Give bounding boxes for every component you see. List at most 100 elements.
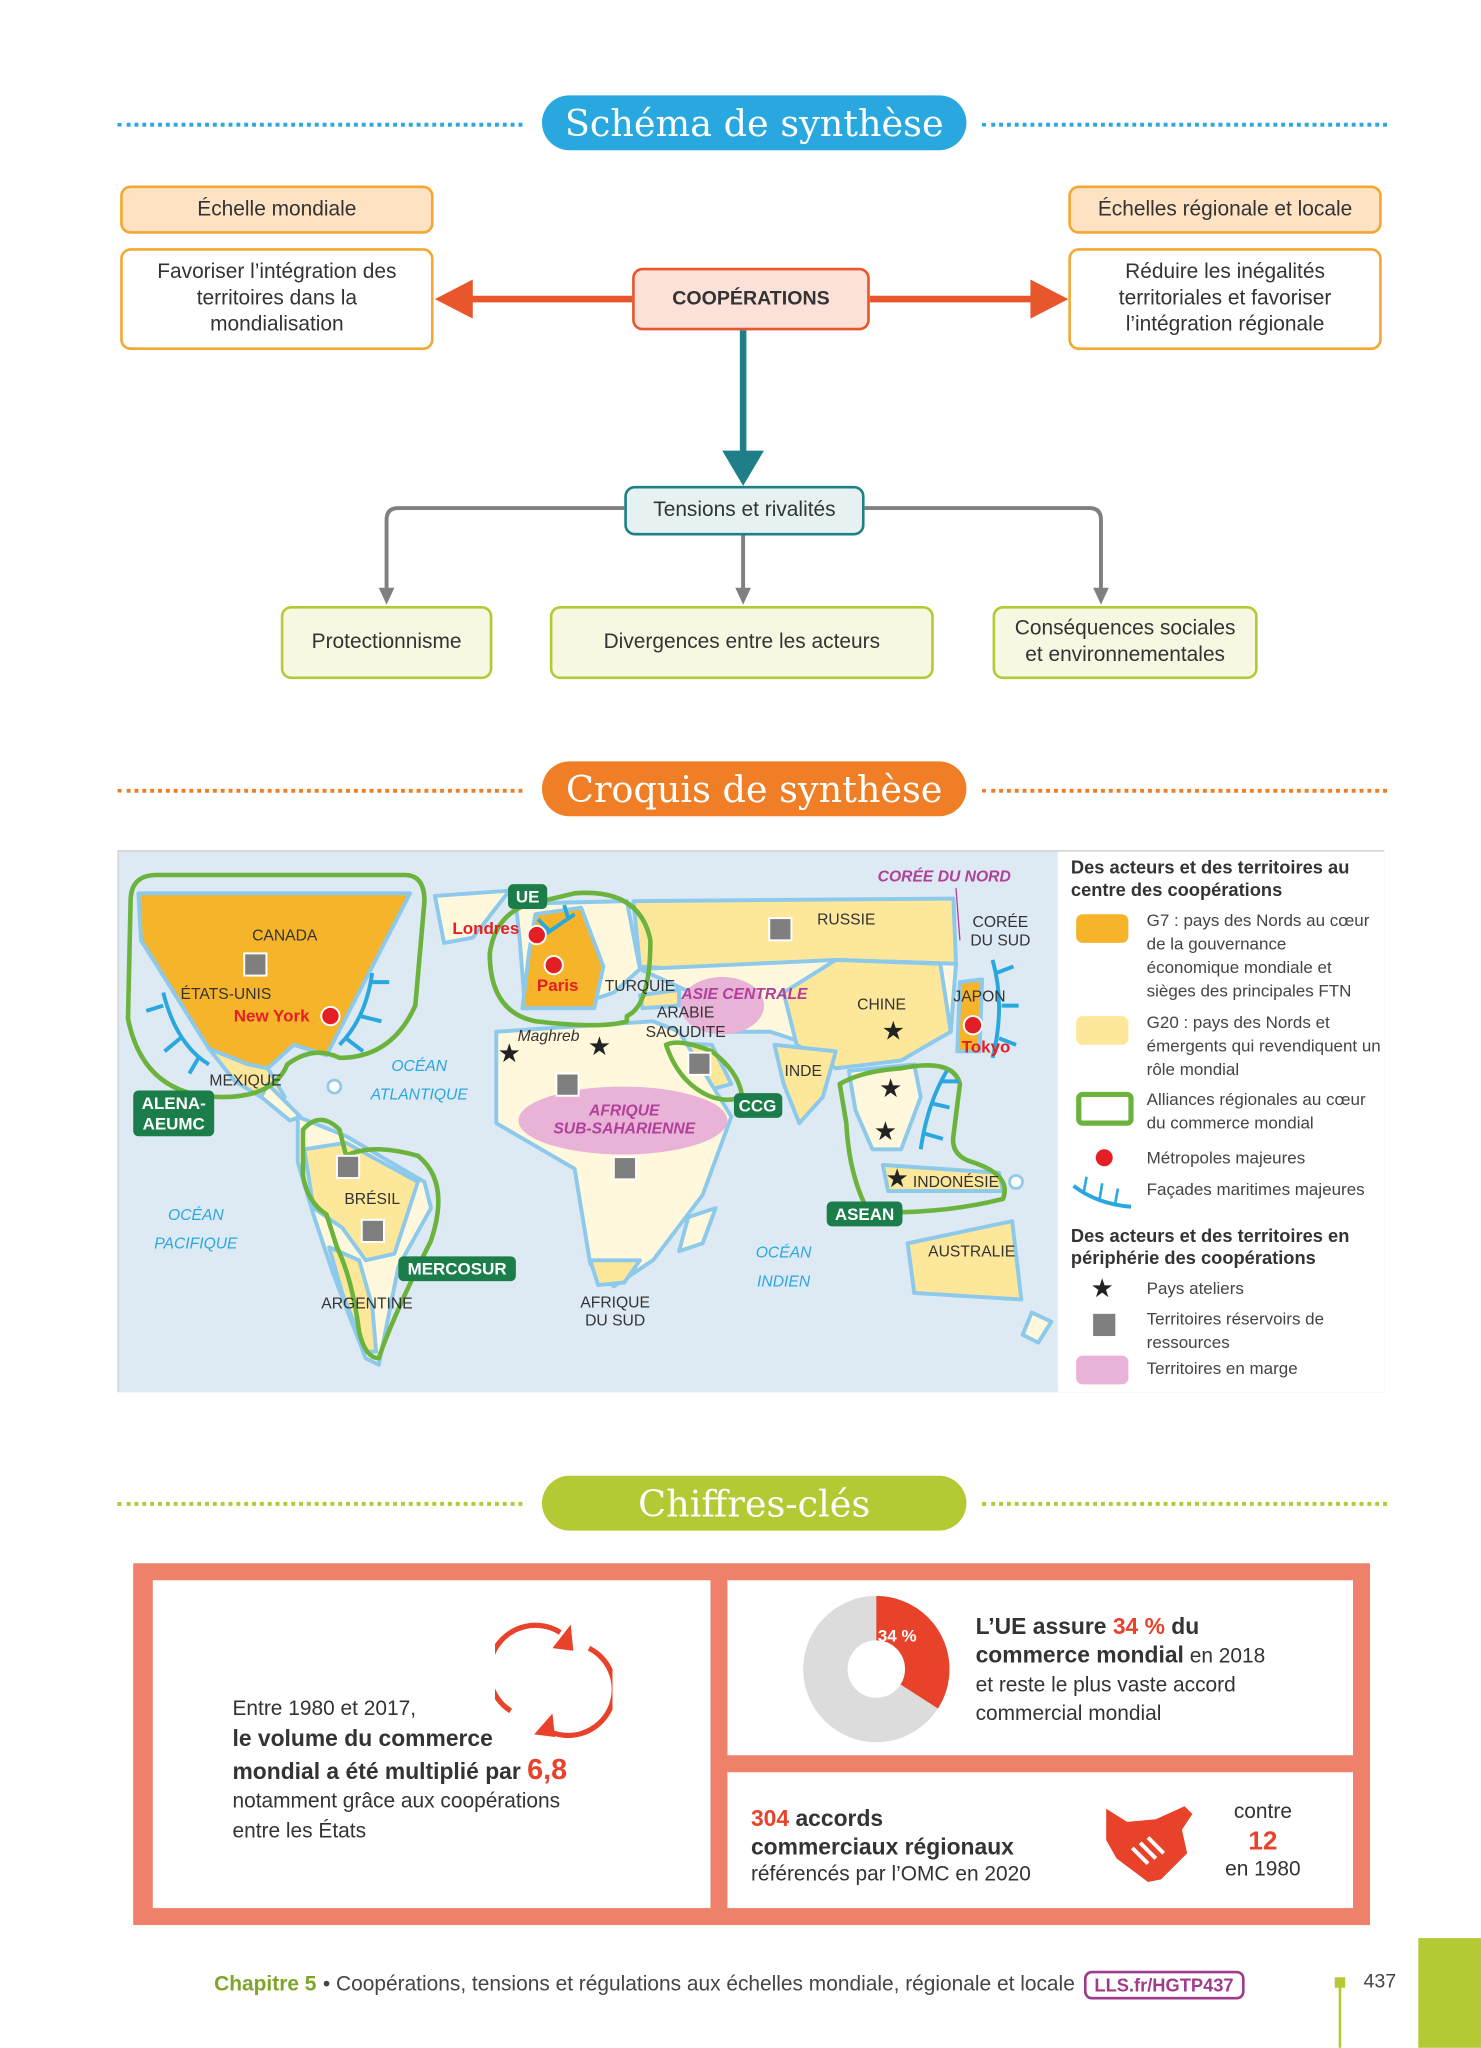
footer: Chapitre 5 • Coopérations, tensions et r… [214, 1970, 1245, 2000]
label-canada: CANADA [252, 927, 318, 944]
label-new-york: New York [234, 1006, 310, 1025]
legend-g20: G20 : pays des Nords et émergents qui re… [1146, 1012, 1381, 1079]
facade-maritime-icon [145, 904, 1019, 1150]
label-australie: AUSTRALIE [928, 1243, 1015, 1260]
label-arabie: ARABIE [657, 1004, 714, 1021]
label-mexique: MEXIQUE [209, 1072, 281, 1089]
alliance-mercosur [300, 1117, 441, 1361]
badge-ccg: CCG [733, 1093, 783, 1118]
divider [982, 122, 1387, 127]
australie [905, 1219, 1024, 1302]
badge-asean: ASEAN [826, 1201, 903, 1227]
label-asie-centrale: ASIE CENTRALE [680, 986, 808, 1003]
svg-text:★: ★ [588, 1031, 611, 1061]
svg-text:AEUMC: AEUMC [143, 1115, 205, 1134]
ue-card: 34 % L’UE assure 34 % du commerce mondia… [727, 1580, 1354, 1756]
volume-value: 6,8 [527, 1752, 568, 1786]
label-afrique-sud: AFRIQUE [580, 1294, 650, 1311]
legend-ateliers: Pays ateliers [1146, 1278, 1244, 1299]
ue-rest: et reste le plus vaste accord commercial… [975, 1674, 1236, 1726]
label-ocean-atlantique-2: ATLANTIQUE [370, 1087, 469, 1104]
schema-title: Schéma de synthèse [541, 95, 967, 151]
badge-alena: ALENA- AEUMC [133, 1090, 215, 1137]
label-ocean-indien-2: INDIEN [757, 1273, 811, 1290]
label-paris: Paris [537, 976, 579, 995]
metropole-dot-icon [320, 924, 984, 1036]
facade-maritime-icon [1072, 1176, 1132, 1209]
divider [982, 788, 1387, 793]
ue-post: du [1171, 1612, 1200, 1640]
legend-marge: Territoires en marge [1146, 1358, 1298, 1378]
svg-text:UE: UE [516, 887, 540, 906]
label-ocean-pacifique-2: PACIFIQUE [154, 1236, 238, 1253]
svg-text:★: ★ [882, 1016, 905, 1046]
label-japon: JAPON [953, 989, 1005, 1006]
legend-metropoles: Métropoles majeures [1146, 1147, 1306, 1168]
tensions-box: Tensions et rivalités [624, 485, 865, 536]
footer-rule [1338, 1985, 1342, 2048]
ue-pre: L’UE assure [975, 1612, 1107, 1640]
footer-link[interactable]: LLS.fr/HGTP437 [1083, 1970, 1245, 2000]
svg-text:MERCOSUR: MERCOSUR [408, 1260, 507, 1279]
label-coree-sud: CORÉE [973, 912, 1029, 931]
madagascar [677, 1206, 718, 1254]
afrique-sud [588, 1258, 642, 1288]
inde [772, 1042, 838, 1126]
volume-statement: le volume du commerce mondial a été mult… [232, 1725, 521, 1784]
legend-facades: Façades maritimes majeures [1146, 1179, 1365, 1199]
arrow-right-icon [1030, 279, 1069, 319]
label-afrique-ss: AFRIQUE [588, 1102, 660, 1119]
svg-text:★: ★ [874, 1116, 897, 1146]
label-ocean-pacifique: OCÉAN [168, 1205, 224, 1224]
accords-label: accords [795, 1804, 884, 1832]
label-inde: INDE [784, 1063, 821, 1080]
left-text: Favoriser l’intégration des territoires … [120, 248, 434, 351]
legend-alliances: Alliances régionales au cœur du commerce… [1146, 1089, 1366, 1133]
svg-text:CCG: CCG [739, 1096, 777, 1115]
label-tokyo: Tokyo [962, 1038, 1011, 1057]
label-turquie: TURQUIE [605, 978, 675, 995]
label-ocean-indien: OCÉAN [756, 1243, 812, 1262]
volume-card: Entre 1980 et 2017, le volume du commerc… [152, 1580, 711, 1909]
label-afrique-ss-2: SUB-SAHARIENNE [553, 1121, 695, 1138]
footer-chapter: Chapitre 5 [214, 1973, 317, 1996]
label-usa: ÉTATS-UNIS [181, 984, 272, 1003]
ressource-square-icon [1093, 1313, 1116, 1337]
legend-heading-periphery: Des acteurs et des territoires en périph… [1070, 1225, 1350, 1269]
legend-g7: G7 : pays des Nords au cœur de la gouver… [1146, 910, 1370, 1001]
left-header: Échelle mondiale [120, 185, 434, 234]
page-tab [1418, 1938, 1481, 2048]
svg-text:ASEAN: ASEAN [835, 1205, 894, 1224]
year-1980-label: en 1980 [1225, 1858, 1301, 1881]
arrow-left-icon [434, 279, 473, 319]
divider [117, 1501, 523, 1506]
accords-value: 304 [750, 1804, 790, 1832]
accords-card: 304 accords commerciaux régionaux référe… [727, 1772, 1354, 1909]
outcome-divergences: Divergences entre les acteurs [549, 605, 934, 680]
svg-text:ALENA-: ALENA- [142, 1094, 206, 1113]
label-indonesie: INDONÉSIE [913, 1172, 999, 1191]
arrow-down-icon [722, 450, 765, 486]
label-russie: RUSSIE [817, 912, 875, 929]
contre-label: contre [1233, 1800, 1292, 1824]
right-text: Réduire les inégalités territoriales et … [1068, 248, 1382, 351]
accords-source: référencés par l’OMC en 2020 [750, 1863, 1031, 1886]
volume-note: notamment grâce aux coopérations entre l… [232, 1790, 561, 1843]
ressource-square-icon [243, 917, 793, 1243]
outcome-consequences: Conséquences sociales et environnemental… [992, 605, 1258, 680]
central-america [259, 1082, 303, 1123]
atelier-star-icon: ★★★ ★★★ [498, 1016, 909, 1194]
ue-bold: commerce mondial [975, 1641, 1184, 1668]
page-number: 437 [1363, 1970, 1397, 1993]
legend-heading-center: Des acteurs et des territoires au centre… [1070, 856, 1350, 900]
ue-value: 34 % [1112, 1612, 1165, 1640]
metropole-dot-icon [1095, 1149, 1113, 1167]
label-londres: Londres [452, 919, 519, 938]
label-coree-nord: CORÉE DU NORD [878, 867, 1011, 886]
ue-share-donut: 34 % [803, 1595, 950, 1743]
svg-text:★: ★ [879, 1073, 902, 1103]
marge-afrique [518, 1086, 728, 1155]
map-legend: Des acteurs et des territoires au centre… [1057, 851, 1385, 1393]
russie [631, 896, 958, 972]
right-header: Échelles régionale et locale [1068, 185, 1382, 234]
